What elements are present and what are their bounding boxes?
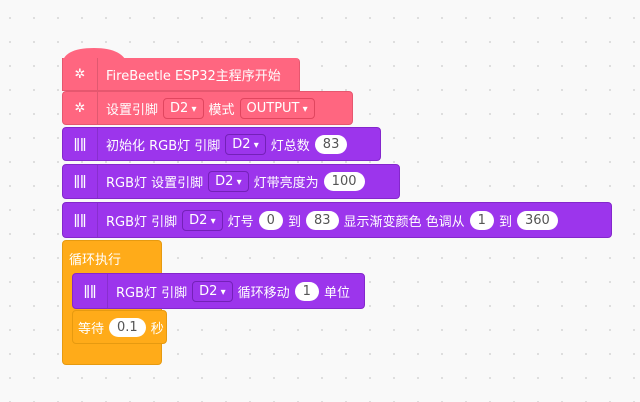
mode-label: 模式: [208, 102, 235, 118]
brightness-input[interactable]: 100: [323, 172, 365, 191]
hue-label: 显示渐变颜色 色调从: [343, 214, 465, 230]
brightness-value-label: 灯带亮度为: [253, 176, 319, 191]
shift-input[interactable]: 1: [294, 281, 319, 301]
pin-mode-label: 设置引脚: [106, 102, 159, 118]
count-label: 灯总数: [270, 138, 310, 154]
pin-dropdown[interactable]: D2: [192, 280, 233, 302]
light-strip-icon: ǁǁ: [63, 128, 98, 160]
to-input[interactable]: 83: [305, 210, 339, 230]
pin-mode-block[interactable]: ✲ 设置引脚 D2 模式 OUTPUT: [62, 91, 353, 125]
bug-icon: ✲: [63, 58, 98, 90]
rgb-init-block[interactable]: ǁǁ 初始化 RGB灯 引脚 D2 灯总数 83: [62, 127, 381, 161]
pin-dropdown[interactable]: D2: [182, 209, 223, 231]
mode-dropdown[interactable]: OUTPUT: [239, 97, 315, 119]
light-strip-icon: ǁǁ: [63, 165, 98, 198]
rgb-gradient-block[interactable]: ǁǁ RGB灯 引脚 D2 灯号 0 到 83 显示渐变颜色 色调从 1 到 3…: [62, 202, 612, 238]
loop-label: 循环执行: [69, 253, 122, 268]
hue-to-input[interactable]: 360: [516, 210, 558, 230]
main-start-hat-block[interactable]: ✲ FireBeetle ESP32主程序开始: [62, 58, 300, 91]
wait-input[interactable]: 0.1: [109, 317, 146, 337]
wait-label: 等待: [78, 321, 105, 337]
from-input[interactable]: 0: [258, 210, 283, 230]
brightness-label: RGB灯 设置引脚: [106, 176, 204, 191]
from-label: 灯号: [227, 214, 254, 230]
hue-to-label: 到: [498, 214, 512, 230]
shift-amount-label: 循环移动: [237, 285, 290, 301]
init-label: 初始化 RGB灯 引脚: [106, 138, 221, 154]
shift-label: RGB灯 引脚: [116, 285, 188, 301]
to-label: 到: [287, 214, 301, 230]
pin-dropdown[interactable]: D2: [208, 171, 249, 192]
pin-dropdown[interactable]: D2: [163, 97, 204, 119]
gradient-label: RGB灯 引脚: [106, 214, 178, 230]
wait-block[interactable]: 等待 0.1 秒: [72, 310, 167, 344]
seconds-label: 秒: [150, 321, 164, 337]
light-strip-icon: ǁǁ: [73, 274, 108, 308]
rgb-brightness-block[interactable]: ǁǁ RGB灯 设置引脚 D2 灯带亮度为 100: [62, 164, 400, 199]
light-strip-icon: ǁǁ: [63, 203, 98, 237]
pin-dropdown[interactable]: D2: [225, 133, 266, 155]
unit-label: 单位: [323, 285, 350, 301]
count-input[interactable]: 83: [314, 134, 348, 154]
rgb-shift-block[interactable]: ǁǁ RGB灯 引脚 D2 循环移动 1 单位: [72, 273, 365, 309]
hat-label: FireBeetle ESP32主程序开始: [106, 68, 281, 84]
hue-from-input[interactable]: 1: [469, 210, 494, 230]
bug-icon: ✲: [63, 92, 98, 124]
